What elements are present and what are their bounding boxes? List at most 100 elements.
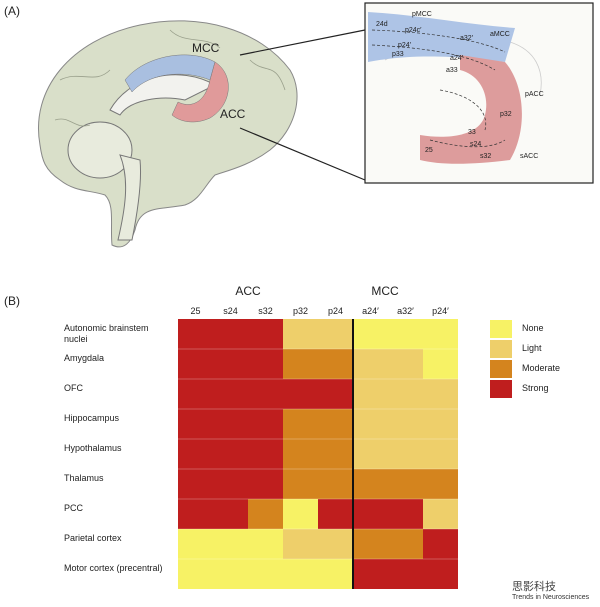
- heatmap-cell: [388, 319, 423, 349]
- heatmap-cell: [318, 319, 353, 349]
- heatmap-cell: [353, 499, 388, 529]
- heatmap-cell: [283, 469, 318, 499]
- heatmap-cell: [423, 379, 458, 409]
- inset-label-p24c: p24c′: [405, 27, 422, 34]
- heatmap-cell: [388, 439, 423, 469]
- legend-label-none: None: [522, 323, 544, 333]
- legend-swatch-moderate: [490, 360, 512, 378]
- inset-mcc-region: [368, 12, 515, 62]
- heatmap-cell: [353, 469, 388, 499]
- inset-label-p32: p32: [500, 111, 512, 118]
- heatmap-cell: [423, 319, 458, 349]
- inset-label-a24: a24′: [450, 55, 464, 62]
- panel-a: (A) MCC ACC pMCC aMCC pACC sACC: [0, 0, 600, 270]
- legend-label-moderate: Moderate: [522, 363, 561, 373]
- heatmap-cell: [178, 379, 213, 409]
- heatmap-cell: [353, 409, 388, 439]
- heatmap-cell: [388, 379, 423, 409]
- heatmap-cell: [213, 379, 248, 409]
- brain-illustration: MCC ACC pMCC aMCC pACC sACC 24d p24c′ a3…: [38, 2, 594, 248]
- heatmap-cell: [283, 529, 318, 559]
- heatmap-cell: [178, 559, 213, 589]
- heatmap-cell: [423, 469, 458, 499]
- heatmap-cell: [353, 349, 388, 379]
- legend-swatch-none: [490, 320, 512, 338]
- heatmap-cell: [388, 409, 423, 439]
- cerebellum: [67, 121, 133, 179]
- row-label: Hippocampus: [64, 413, 120, 423]
- heatmap-cell: [318, 529, 353, 559]
- row-label: Autonomic brainstem nuclei: [64, 323, 149, 344]
- heatmap-cell: [318, 439, 353, 469]
- row-label: OFC: [64, 383, 83, 393]
- heatmap-cell: [353, 439, 388, 469]
- legend-item-light: Light: [490, 340, 590, 360]
- heatmap-cell: [283, 349, 318, 379]
- heatmap-cell: [283, 499, 318, 529]
- heatmap-cell: [353, 559, 388, 589]
- panel-b-label: (B): [4, 294, 20, 308]
- heatmap-cell: [283, 409, 318, 439]
- heatmap-cell: [248, 319, 283, 349]
- inset-label-25: 25: [425, 147, 433, 154]
- heatmap-cell: [388, 499, 423, 529]
- row-label: PCC: [64, 503, 84, 513]
- heatmap-cell: [318, 559, 353, 589]
- column-label: a32′: [397, 306, 414, 316]
- heatmap-cell: [283, 319, 318, 349]
- column-label: p24: [327, 306, 344, 316]
- heatmap-cell: [213, 409, 248, 439]
- legend-swatch-light: [490, 340, 512, 358]
- heatmap-cell: [423, 439, 458, 469]
- row-label: Parietal cortex: [64, 533, 122, 543]
- column-label: s24: [223, 306, 238, 316]
- heatmap-cell: [248, 469, 283, 499]
- heatmap-cell: [318, 379, 353, 409]
- heatmap-cell: [213, 349, 248, 379]
- heatmap-cell: [178, 319, 213, 349]
- row-label: Amygdala: [64, 353, 105, 363]
- heatmap-cell: [178, 439, 213, 469]
- heatmap-cell: [248, 499, 283, 529]
- heatmap-cell: [248, 439, 283, 469]
- heatmap-cell: [388, 349, 423, 379]
- inset-label-a33: a33: [446, 67, 458, 74]
- inset-label-p24: p24′: [398, 42, 412, 49]
- heatmap-cell: [353, 379, 388, 409]
- column-label: 25: [190, 306, 201, 316]
- heatmap-cell: [318, 349, 353, 379]
- inset-label-33: 33: [468, 129, 476, 136]
- heatmap-cell: [423, 499, 458, 529]
- panel-a-label: (A): [4, 4, 20, 18]
- acc-label: ACC: [220, 107, 246, 121]
- footer-credit: Trends in Neurosciences: [512, 594, 590, 601]
- brainstem: [117, 154, 141, 241]
- inset-label-sacc: sACC: [520, 153, 538, 160]
- heatmap-cell: [178, 529, 213, 559]
- heatmap-cell: [353, 529, 388, 559]
- legend-item-none: None: [490, 320, 590, 340]
- heatmap-cell: [388, 559, 423, 589]
- inset-label-amcc: aMCC: [490, 31, 510, 38]
- heatmap-cell: [213, 439, 248, 469]
- legend-swatch-strong: [490, 380, 512, 398]
- acc-region: [171, 61, 229, 123]
- heatmap-cell: [248, 529, 283, 559]
- heatmap-cell: [423, 409, 458, 439]
- heatmap-cell: [388, 529, 423, 559]
- brain-outline: [38, 20, 298, 248]
- heatmap-cell: [318, 499, 353, 529]
- legend-label-strong: Strong: [522, 383, 549, 393]
- heatmap-cell: [178, 469, 213, 499]
- legend-label-light: Light: [522, 343, 542, 353]
- heatmap-cell: [318, 469, 353, 499]
- heatmap-cell: [248, 349, 283, 379]
- heatmap: [178, 319, 458, 589]
- heatmap-cell: [423, 349, 458, 379]
- inset-label-24d: 24d: [376, 21, 388, 28]
- heatmap-cell: [388, 469, 423, 499]
- heatmap-cell: [213, 559, 248, 589]
- heatmap-cell: [283, 379, 318, 409]
- group-label-mcc: MCC: [371, 284, 399, 298]
